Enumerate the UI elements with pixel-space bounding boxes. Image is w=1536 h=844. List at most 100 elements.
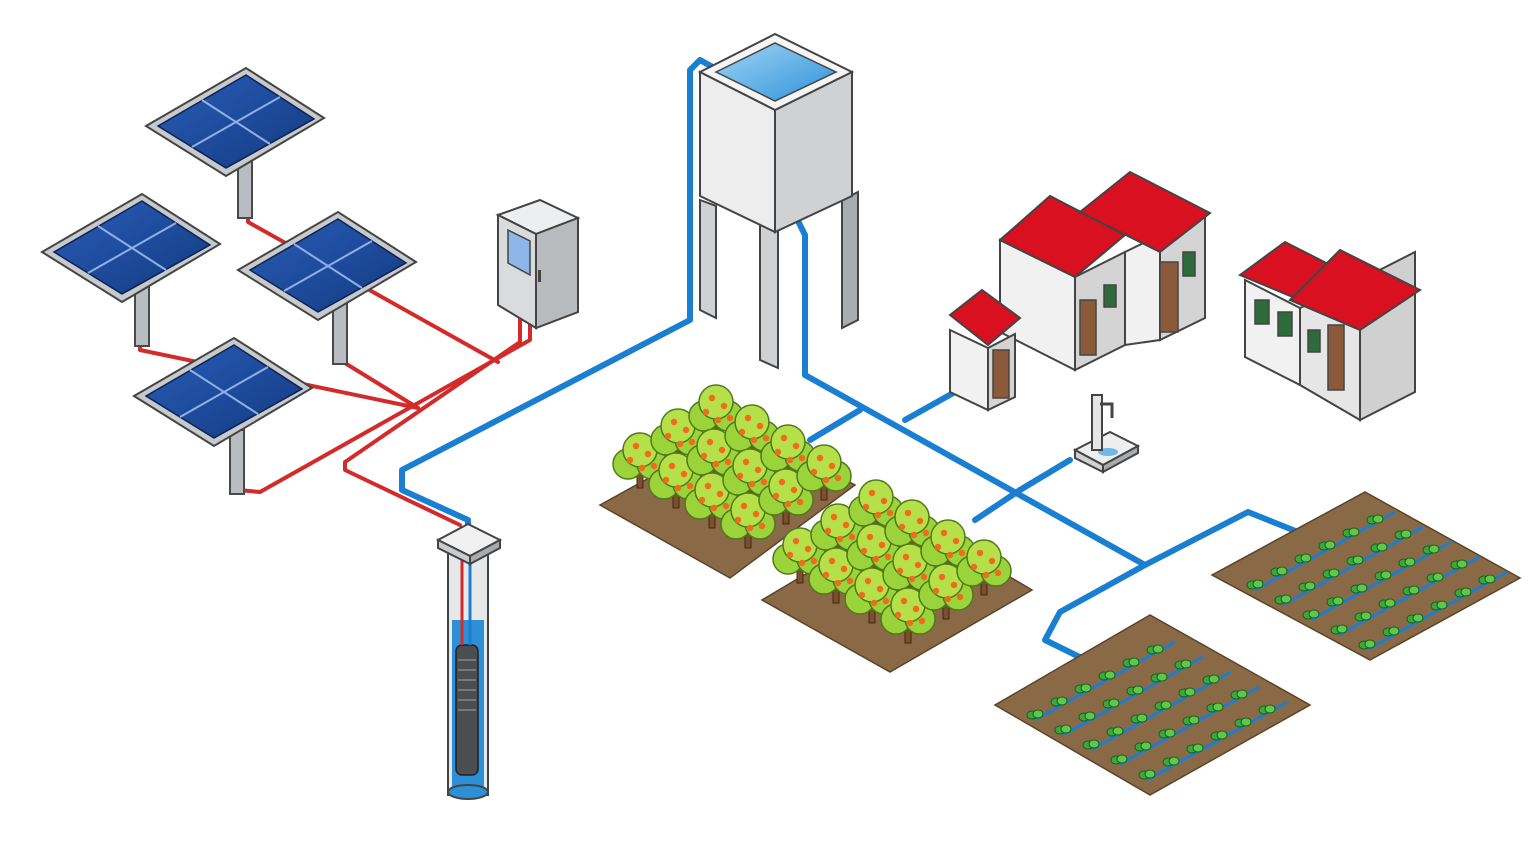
crop-plant	[1478, 574, 1496, 585]
water-tower	[697, 32, 859, 370]
power-cable	[343, 316, 522, 527]
toilet-building	[948, 288, 1022, 412]
pipe-to-orchard-2	[972, 487, 1023, 523]
crop-plant	[1378, 598, 1396, 609]
crop-plant	[1318, 540, 1336, 551]
crop-plant	[1426, 572, 1444, 583]
fruit-tree	[880, 587, 936, 644]
crop-plant	[1150, 672, 1168, 683]
crop-plant	[1074, 683, 1092, 694]
crop-plant	[1342, 527, 1360, 538]
fruit-tree	[688, 384, 744, 441]
solar-panel	[40, 192, 222, 347]
crop-plant	[1326, 596, 1344, 607]
crop-plant	[1370, 542, 1388, 553]
crop-plant	[1154, 700, 1172, 711]
drip-line	[1282, 525, 1424, 607]
drip-line	[1254, 510, 1396, 592]
drip-line	[1366, 570, 1508, 652]
crop-plant	[1146, 644, 1164, 655]
pipe-to-tap	[1017, 457, 1073, 493]
crop-plant	[1398, 557, 1416, 568]
fruit-tree	[956, 539, 1012, 596]
fruit-tree	[844, 567, 900, 624]
crop-plant	[1366, 514, 1384, 525]
fruit-tree	[796, 444, 852, 501]
drip-line	[1090, 670, 1232, 752]
distribution-water-pipe	[792, 212, 1301, 568]
crop-plant	[1322, 568, 1340, 579]
crop-plant	[1102, 698, 1120, 709]
drip-line	[1146, 700, 1288, 782]
crop-plant	[1106, 726, 1124, 737]
crop-plant	[1230, 689, 1248, 700]
crop-plant	[1330, 624, 1348, 635]
crop-plant	[1026, 709, 1044, 720]
crop-plant	[1162, 756, 1180, 767]
main-water-pipe	[399, 57, 721, 531]
crop-plant	[1210, 730, 1228, 741]
pipe-to-veg-plot	[1042, 562, 1148, 675]
crop-plant	[1174, 659, 1192, 670]
crop-plant	[1078, 711, 1096, 722]
crop-plant	[1298, 581, 1316, 592]
solar-panel	[132, 336, 314, 495]
crop-plant	[1358, 639, 1376, 650]
houses	[948, 170, 1422, 422]
solar-panel	[236, 210, 418, 365]
solar-panel-array	[40, 66, 418, 495]
crop-plant	[1054, 724, 1072, 735]
crop-plant	[1206, 702, 1224, 713]
crop-plant	[1186, 743, 1204, 754]
pipe-to-toilet	[902, 389, 958, 423]
crop-plant	[1454, 587, 1472, 598]
crop-plant	[1098, 670, 1116, 681]
crop-plant	[1134, 741, 1152, 752]
crop-plant	[1258, 704, 1276, 715]
borehole-pump	[435, 522, 503, 800]
fruit-tree	[758, 468, 814, 525]
pump-controller-box	[495, 198, 581, 330]
crop-plant	[1202, 674, 1220, 685]
crop-plant	[1234, 717, 1252, 728]
pipe-to-orchard	[807, 407, 863, 443]
crop-plant	[1394, 529, 1412, 540]
house	[998, 170, 1212, 372]
crop-plant	[1082, 739, 1100, 750]
orchard-plot-back	[598, 384, 857, 579]
crop-plant	[1374, 570, 1392, 581]
crop-plant	[1422, 544, 1440, 555]
crop-plant	[1270, 566, 1288, 577]
fruit-tree	[722, 448, 778, 505]
crop-plant	[1126, 685, 1144, 696]
crop-plant	[1050, 696, 1068, 707]
drip-line	[1034, 640, 1176, 722]
crop-plant	[1130, 713, 1148, 724]
crop-plant	[1346, 555, 1364, 566]
vegetable-plot-left	[993, 614, 1312, 796]
fruit-tree	[612, 432, 668, 489]
fruit-tree	[650, 408, 706, 465]
crop-plant	[1158, 728, 1176, 739]
water-tap	[1072, 394, 1141, 474]
crop-plant	[1122, 657, 1140, 668]
crop-plant	[1274, 594, 1292, 605]
crop-plant	[1402, 585, 1420, 596]
fruit-tree	[648, 452, 704, 509]
crop-plant	[1110, 754, 1128, 765]
orchard-plot-front	[760, 479, 1034, 673]
fruit-tree	[918, 563, 974, 620]
crop-plant	[1138, 769, 1156, 780]
drip-line	[1310, 540, 1452, 622]
solar-panel	[144, 66, 326, 219]
crop-plant	[1246, 579, 1264, 590]
fruit-tree	[810, 503, 866, 560]
crop-plant	[1406, 613, 1424, 624]
crop-plant	[1354, 611, 1372, 622]
water-pipes	[399, 57, 1301, 675]
vegetable-plot-right	[1210, 491, 1522, 661]
drip-line	[1118, 685, 1260, 767]
crop-plant	[1294, 553, 1312, 564]
power-cable	[236, 313, 532, 494]
